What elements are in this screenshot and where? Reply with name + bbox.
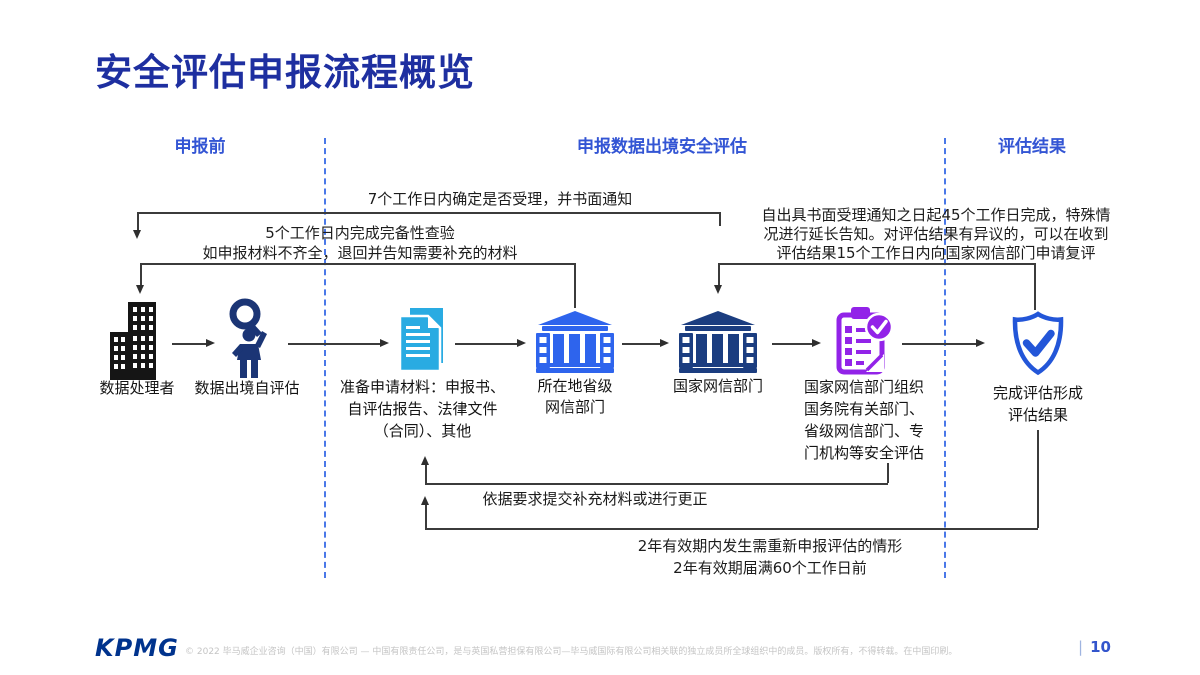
bracket-reassessment-vline-right bbox=[1037, 430, 1039, 528]
annotation-45days: 自出具书面受理通知之日起45个工作日完成，特殊情 况进行延长告知。对评估结果有异… bbox=[715, 206, 1157, 263]
footer-copyright: © 2022 毕马威企业咨询（中国）有限公司 — 中国有限责任公司，是与英国私营… bbox=[185, 647, 958, 657]
bracket-5days-vline-right bbox=[574, 263, 576, 308]
node-label-provincial-cac: 所在地省级 网信部门 bbox=[537, 377, 613, 416]
building-icon bbox=[110, 302, 164, 384]
bracket-reassessment-vline-left bbox=[425, 505, 427, 528]
arrowhead-up-icon bbox=[421, 496, 429, 505]
bracket-45days-hline bbox=[718, 263, 1035, 265]
phase-header-result: 评估结果 bbox=[998, 137, 1066, 157]
node-label-materials: 准备申请材料：申报书、 自评估报告、法律文件 （合同）、其他 bbox=[339, 378, 505, 440]
flow-arrow-5 bbox=[772, 343, 814, 345]
arrowhead-right-icon bbox=[812, 339, 821, 347]
arrowhead-right-icon bbox=[380, 339, 389, 347]
bracket-reassessment-hline bbox=[425, 528, 1038, 530]
bracket-45days-vline-left bbox=[718, 263, 720, 286]
annotation-5days-line1: 5个工作日内完成完备性查验 bbox=[265, 224, 455, 242]
national-cac-building-icon bbox=[676, 311, 760, 377]
annotation-supplement: 依据要求提交补充材料或进行更正 bbox=[482, 490, 708, 508]
bracket-5days-hline bbox=[140, 263, 575, 265]
annotation-45days-line2: 况进行延长告知。对评估结果有异议的，可以在收到 bbox=[763, 225, 1109, 243]
node-label-national-cac: 国家网信部门 bbox=[672, 377, 763, 395]
bracket-7days-vline-right bbox=[719, 212, 721, 226]
arrowhead-right-icon bbox=[517, 339, 526, 347]
arrowhead-right-icon bbox=[206, 339, 215, 347]
node-label-result: 完成评估形成 评估结果 bbox=[992, 384, 1083, 424]
annotation-7days: 7个工作日内确定是否受理，并书面通知 bbox=[367, 190, 633, 208]
bracket-supplement-hline bbox=[425, 483, 888, 485]
arrowhead-right-icon bbox=[660, 339, 669, 347]
bracket-7days-vline-left bbox=[137, 212, 139, 231]
annotation-45days-line3: 评估结果15个工作日内向国家网信部门申请复评 bbox=[776, 244, 1096, 262]
arrowhead-down-icon bbox=[136, 285, 144, 294]
annotation-5days-line2: 如申报材料不齐全，退回并告知需要补充的材料 bbox=[202, 244, 518, 262]
flow-arrow-1 bbox=[172, 343, 208, 345]
annotation-reassessment-line2: 2年有效期届满60个工作日前 bbox=[673, 559, 867, 577]
annotation-5days: 5个工作日内完成完备性查验 如申报材料不齐全，退回并告知需要补充的材料 bbox=[145, 223, 575, 263]
annotation-45days-line1: 自出具书面受理通知之日起45个工作日完成，特殊情 bbox=[761, 206, 1111, 224]
bracket-45days-vline-right bbox=[1034, 263, 1036, 310]
phase-header-pre-filing: 申报前 bbox=[174, 137, 226, 157]
arrowhead-right-icon bbox=[976, 339, 985, 347]
phase-divider-left bbox=[324, 138, 326, 578]
node-label-self-assessment: 数据出境自评估 bbox=[194, 379, 300, 397]
flow-arrow-4 bbox=[622, 343, 662, 345]
documents-icon bbox=[394, 307, 452, 377]
shield-check-icon bbox=[1010, 310, 1066, 380]
page-number-divider: | bbox=[1078, 638, 1084, 656]
page-number: |10 bbox=[1078, 638, 1111, 656]
annotation-reassessment: 2年有效期内发生需重新申报评估的情形 2年有效期届满60个工作日前 bbox=[560, 535, 980, 579]
arrowhead-up-icon bbox=[421, 456, 429, 465]
arrowhead-down-icon bbox=[133, 230, 141, 239]
bracket-supplement-vline-left bbox=[425, 465, 427, 483]
kpmg-logo: KPMG bbox=[95, 634, 179, 662]
magnifier-person-icon bbox=[220, 298, 278, 382]
page-title: 安全评估申报流程概览 bbox=[95, 51, 475, 94]
bracket-5days-vline-left bbox=[140, 263, 142, 286]
flow-arrow-3 bbox=[455, 343, 519, 345]
node-label-data-processor: 数据处理者 bbox=[99, 379, 175, 397]
flow-arrow-2 bbox=[288, 343, 382, 345]
bracket-supplement-vline-right bbox=[887, 463, 889, 483]
flow-arrow-6 bbox=[902, 343, 978, 345]
arrowhead-down-icon bbox=[714, 285, 722, 294]
provincial-cac-building-icon bbox=[533, 311, 617, 377]
phase-divider-right bbox=[944, 138, 946, 578]
assessment-checklist-icon bbox=[832, 306, 894, 380]
annotation-reassessment-line1: 2年有效期内发生需重新申报评估的情形 bbox=[637, 537, 903, 555]
bracket-7days-hline bbox=[137, 212, 720, 214]
node-label-assessment-org: 国家网信部门组织 国务院有关部门、 省级网信部门、专 门机构等安全评估 bbox=[803, 378, 924, 462]
phase-header-assessment: 申报数据出境安全评估 bbox=[577, 137, 747, 157]
